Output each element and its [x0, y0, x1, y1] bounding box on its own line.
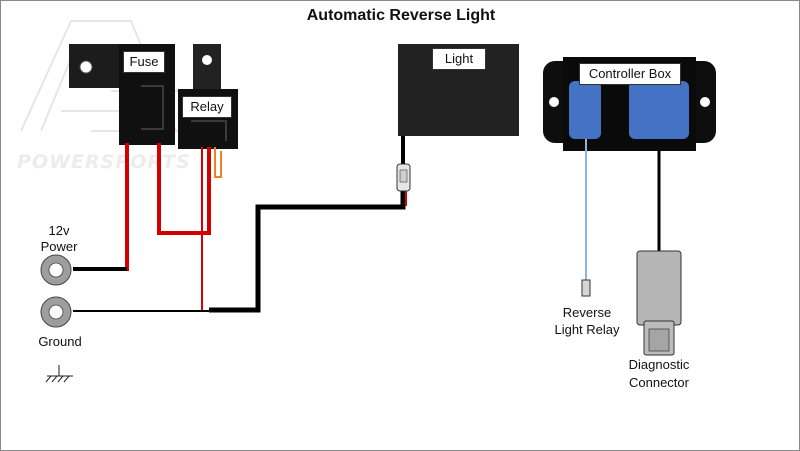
watermark-text: POWERSPORTS	[17, 151, 191, 173]
relay-mount-hole	[202, 55, 212, 65]
wire-relay-orange	[214, 147, 222, 178]
ground-symbol-icon	[45, 365, 73, 383]
controller-hole-left	[549, 97, 559, 107]
diagnostic-label-line2: Connector	[629, 375, 689, 390]
fuse-label: Fuse	[123, 51, 165, 73]
controller-label: Controller Box	[579, 63, 681, 85]
reverse-relay-label-line1: Reverse	[562, 305, 612, 320]
controller-port-right	[629, 81, 689, 139]
fuse-mount-tab	[69, 44, 121, 88]
reverse-pin-connector	[581, 279, 591, 297]
power-terminal	[40, 254, 72, 286]
relay-label: Relay	[182, 96, 232, 118]
power-label-12v: 12v	[48, 223, 70, 238]
controller-hole-right	[700, 97, 710, 107]
ground-wires	[73, 131, 661, 313]
diagram-title: Automatic Reverse Light	[306, 7, 496, 24]
diagnostic-label-line1: Diagnostic	[628, 357, 690, 372]
controller-port-left	[569, 81, 601, 139]
light-label: Light	[432, 48, 486, 70]
relay-mount-tab	[193, 44, 221, 94]
wire-light-feed	[209, 189, 406, 313]
ground-label: Ground	[38, 334, 82, 349]
wire-fuse-relay	[157, 143, 211, 235]
ground-terminal	[40, 296, 72, 328]
fuse-mount-hole	[79, 60, 93, 74]
reverse-relay-label-line2: Light Relay	[554, 322, 620, 337]
power-wires	[73, 143, 211, 310]
diagnostic-connector	[636, 250, 682, 356]
power-label: Power	[40, 239, 78, 254]
